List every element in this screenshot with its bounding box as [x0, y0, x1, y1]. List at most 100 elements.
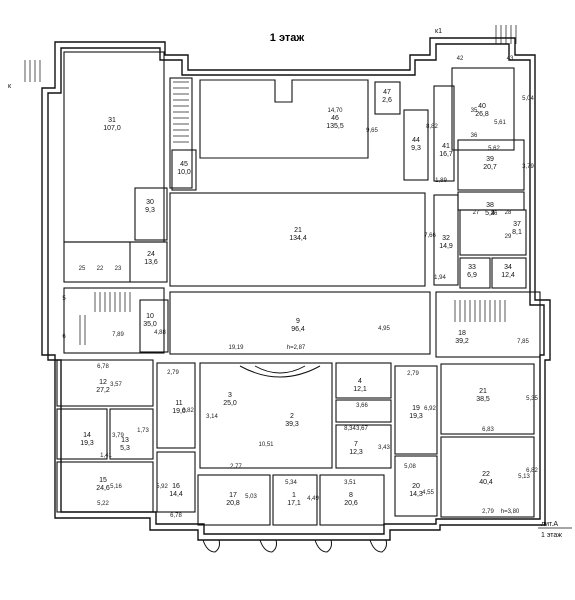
room-number: 38 — [486, 202, 494, 209]
room-number: 31 — [108, 117, 116, 124]
room-area: 35,0 — [143, 321, 157, 328]
dimension-label: 7,89 — [112, 332, 124, 338]
room-number: 17 — [229, 492, 237, 499]
dimension-label: 6,83 — [482, 427, 494, 433]
dimension-label: 5,62 — [488, 146, 500, 152]
room-number: 34 — [504, 264, 512, 271]
dimension-label: 3,67 — [356, 426, 368, 432]
room-number: 12 — [99, 379, 107, 386]
dimension-label: 6,82 — [182, 408, 194, 414]
room-area: 12,1 — [353, 386, 367, 393]
mark-k1: к1 — [435, 28, 442, 35]
small-room-number: 22 — [97, 266, 104, 272]
small-room-number: 43 — [507, 56, 514, 62]
dimension-label: 5,16 — [110, 484, 122, 490]
dimension-label: 2,79 — [167, 370, 179, 376]
inner-walls — [56, 51, 541, 526]
room-area: 107,0 — [103, 125, 121, 132]
room-area: 14,9 — [439, 243, 453, 250]
small-room-number: 5 — [62, 296, 66, 302]
room-area: 20,7 — [483, 164, 497, 171]
room-number: 20 — [412, 483, 420, 490]
room-number: 30 — [146, 199, 154, 206]
room-area: 20,8 — [226, 500, 240, 507]
small-room-number: 27 — [473, 210, 480, 216]
room-number: 40 — [478, 103, 486, 110]
room-area: 20,6 — [344, 500, 358, 507]
room-area: 9,3 — [145, 207, 155, 214]
dimension-label: 3,14 — [206, 414, 218, 420]
dimension-label: 5,34 — [285, 480, 297, 486]
room-area: 10,0 — [177, 169, 191, 176]
room-number: 37 — [513, 221, 521, 228]
room-number: 39 — [486, 156, 494, 163]
dimension-label: 4,49 — [307, 496, 319, 502]
dimension-label: 5,03 — [245, 494, 257, 500]
dimension-label: 3,66 — [356, 403, 368, 409]
room-area: 2,6 — [382, 97, 392, 104]
room-number: 7 — [354, 441, 358, 448]
dimension-label: 1,89 — [435, 178, 447, 184]
room-number: 2 — [290, 413, 294, 420]
room-number: 15 — [99, 477, 107, 484]
room-number: 21 — [294, 227, 302, 234]
room-area: 25,0 — [223, 400, 237, 407]
room-number: 9 — [296, 318, 300, 325]
dimension-label: 7,66 — [424, 233, 436, 239]
room-area: 26,8 — [475, 111, 489, 118]
dimension-label: 8,82 — [426, 124, 438, 130]
dimension-labels: 9,655,615,045,623,798,821,897,661,947,89… — [62, 56, 538, 519]
room-number: 18 — [458, 330, 466, 337]
room-area: 38,5 — [476, 396, 490, 403]
room-number: 32 — [442, 235, 450, 242]
room-number: 1 — [292, 492, 296, 499]
room-number: 19 — [412, 405, 420, 412]
small-room-number: 42 — [457, 56, 464, 62]
small-room-number: 35 — [471, 108, 478, 114]
small-room-number: 29 — [505, 234, 512, 240]
room-area: 8,1 — [512, 229, 522, 236]
room-area: 12,3 — [349, 449, 363, 456]
dimension-label: 2,77 — [230, 464, 242, 470]
room-number: 4 — [358, 378, 362, 385]
dimension-label: 3,57 — [110, 382, 122, 388]
room-area: 12,4 — [501, 272, 515, 279]
room-labels: 31107,046135,514,70472,6449,34510,04026,… — [80, 89, 522, 507]
room-area: 19,3 — [80, 440, 94, 447]
room-area: 134,4 — [289, 235, 307, 242]
small-room-number: 23 — [115, 266, 122, 272]
room-area: 6,9 — [467, 272, 477, 279]
room-number: 13 — [121, 437, 129, 444]
dimension-label: 5,13 — [518, 474, 530, 480]
room-area: 5,3 — [120, 445, 130, 452]
dimension-label: 7,85 — [517, 339, 529, 345]
room-area: 24,6 — [96, 485, 110, 492]
dimension-label: 1,94 — [434, 275, 446, 281]
room-area: 27,2 — [96, 387, 110, 394]
room-number: 8 — [349, 492, 353, 499]
dimension-label: h=2,87 — [287, 345, 306, 351]
small-room-number: 36 — [471, 133, 478, 139]
dimension-label: 5,35 — [526, 396, 538, 402]
dimension-label: 2,79 — [407, 371, 419, 377]
room-area: 13,6 — [144, 259, 158, 266]
dimension-label: 5,04 — [522, 96, 534, 102]
dimension-label: 6,78 — [170, 513, 182, 519]
room-area: 9,3 — [411, 145, 421, 152]
room-area: 135,5 — [326, 123, 344, 130]
small-room-number: 6 — [62, 334, 66, 340]
room-area: 14,4 — [169, 491, 183, 498]
dimension-label: 8,34 — [344, 426, 356, 432]
room-area: 5,4 — [485, 210, 495, 217]
room-number: 21 — [479, 388, 487, 395]
dimension-label: 5,61 — [494, 120, 506, 126]
dimension-label: 5,92 — [156, 484, 168, 490]
small-room-number: 25 — [79, 266, 86, 272]
room-area: 14,3 — [409, 491, 423, 498]
room-number: 47 — [383, 89, 391, 96]
room-area: 17,1 — [287, 500, 301, 507]
room-area: 19,3 — [409, 413, 423, 420]
dimension-label: 10,51 — [258, 442, 274, 448]
ceiling-height-label: h=3,80 — [501, 509, 520, 515]
